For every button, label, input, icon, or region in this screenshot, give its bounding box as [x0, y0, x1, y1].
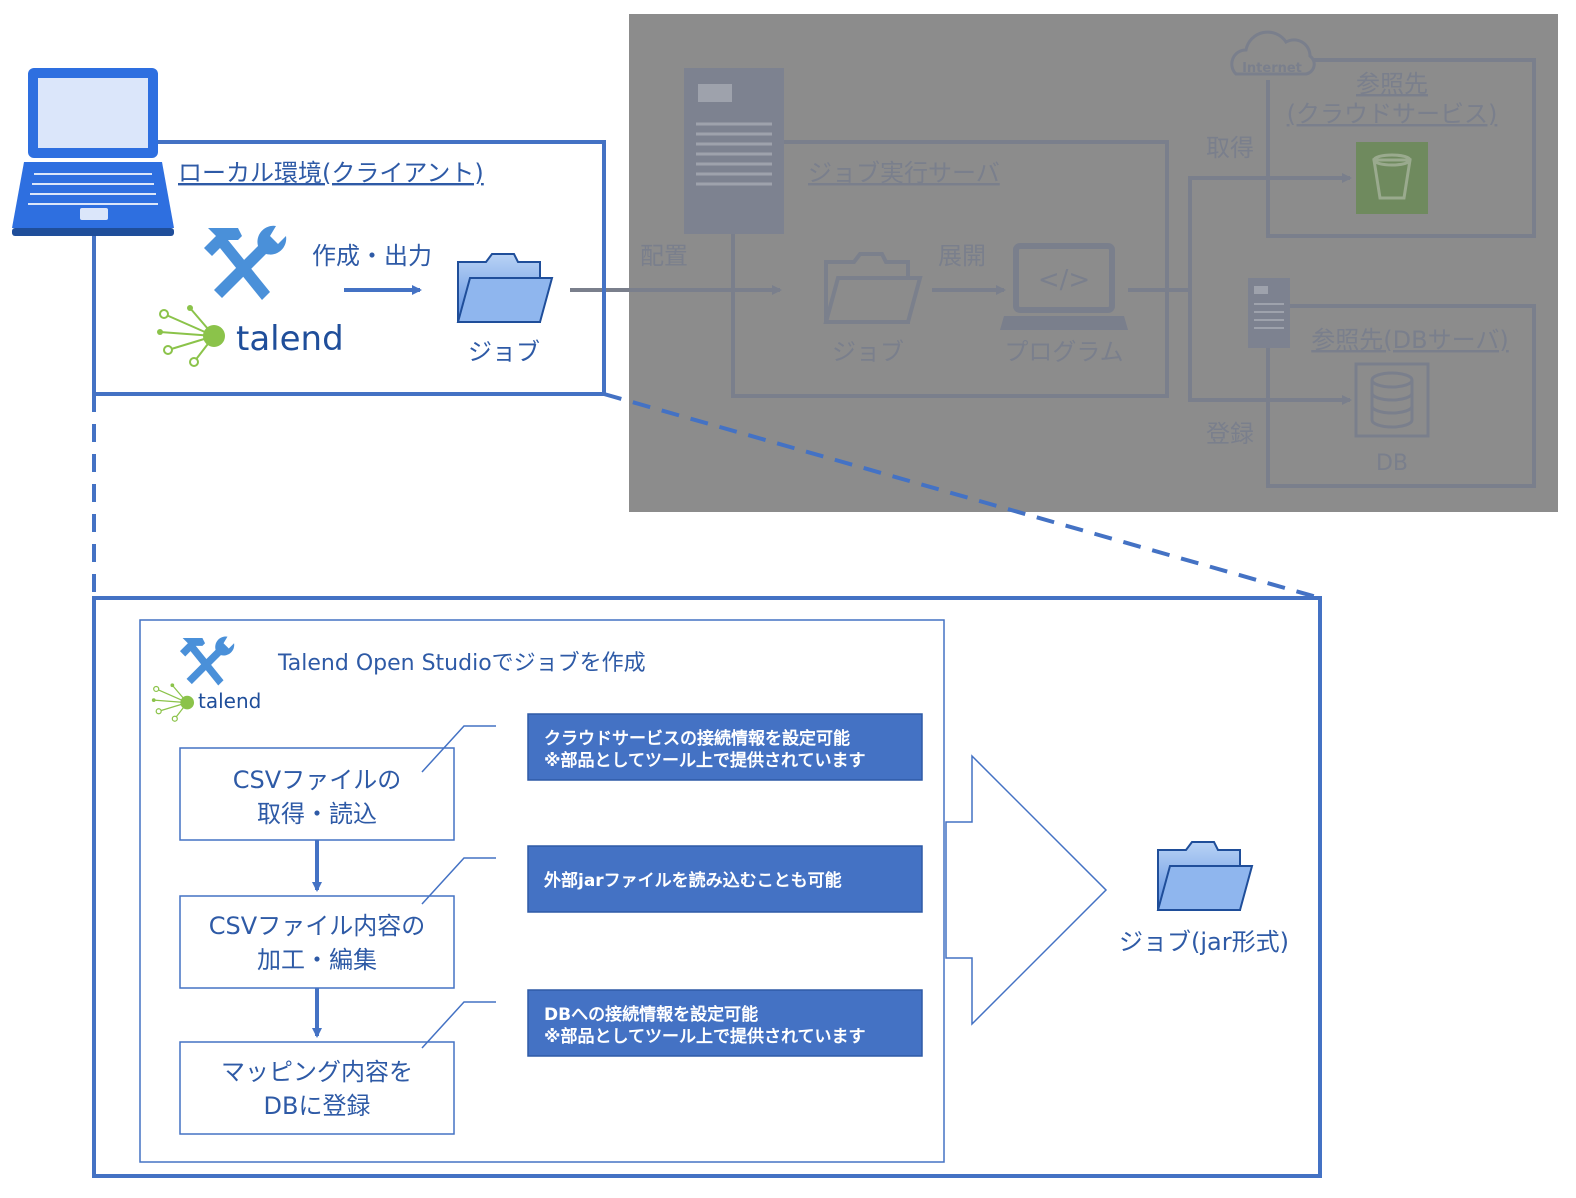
callout-2-line1: 外部jarファイルを読み込むことも可能 [544, 870, 842, 891]
step-box-3: マッピング内容を DBに登録 [179, 1041, 455, 1135]
talend-tools-icon [204, 225, 287, 300]
step-1-line1: CSVファイルの [233, 766, 401, 794]
internet-label: Internet [1242, 61, 1302, 76]
cloud-ref-frame [1266, 58, 1536, 238]
local-environment: ローカル環境(クライアント) talend 作成・出力 ジョブ [12, 68, 606, 396]
step-2-line1: CSVファイル内容の [209, 912, 425, 940]
zoom-connector-right [603, 392, 1321, 600]
expand-label: 展開 [938, 242, 986, 270]
callout-1-line1: クラウドサービスの接続情報を設定可能 [544, 728, 850, 749]
job-server-frame [731, 140, 1169, 398]
talend-logo-dots [156, 304, 226, 367]
db-ref-title: 参照先(DBサーバ) [1311, 326, 1508, 354]
cloud-ref-title-1: 参照先 [1356, 70, 1428, 98]
create-output-label: 作成・出力 [312, 242, 432, 270]
output-job-label: ジョブ(jar形式) [1119, 928, 1289, 956]
callout-3-line1: DBへの接続情報を設定可能 [544, 1004, 758, 1025]
callout-2: 外部jarファイルを読み込むことも可能 [527, 845, 923, 913]
callout-1: クラウドサービスの接続情報を設定可能 ※部品としてツール上で提供されています [527, 713, 923, 781]
output-job-folder-icon [1157, 841, 1253, 911]
callout-1-line2: ※部品としてツール上で提供されています [544, 750, 866, 771]
register-arrow [1188, 290, 1352, 405]
step-box-2: CSVファイル内容の 加工・編集 [179, 895, 455, 989]
studio-talend-logo: talend [198, 689, 261, 713]
step-box-1: CSVファイルの 取得・読込 [179, 747, 455, 841]
output-big-arrow [945, 754, 1108, 1026]
studio-title: Talend Open Studioでジョブを作成 [277, 651, 646, 676]
storage-bucket-icon [1356, 142, 1428, 214]
laptop-icon [12, 68, 174, 236]
db-ref-frame [1266, 304, 1536, 488]
talend-logo-text: talend [236, 319, 344, 359]
callout-leader-2 [421, 857, 496, 905]
step-3-line1: マッピング内容を [221, 1058, 413, 1086]
db-label: DB [1376, 451, 1408, 476]
step-3-line2: DBに登録 [264, 1092, 371, 1120]
program-laptop-icon: </> [1000, 243, 1128, 330]
server-job-label: ジョブ [832, 338, 904, 366]
deploy-label: 配置 [640, 242, 688, 270]
svg-text:</>: </> [1038, 265, 1090, 295]
acquire-label: 取得 [1206, 134, 1254, 162]
studio-detail: talend Talend Open Studioでジョブを作成 CSVファイル… [92, 596, 1322, 1178]
database-icon [1354, 362, 1430, 438]
cloud-ref-title-2: (クラウドサービス) [1287, 100, 1498, 128]
server-job-folder-icon [823, 252, 923, 324]
callout-3-line2: ※部品としてツール上で提供されています [544, 1026, 866, 1047]
acquire-arrow [1188, 173, 1352, 290]
callout-leader-1 [421, 725, 496, 773]
db-server-icon [1248, 278, 1290, 348]
callout-leader-3 [421, 1001, 496, 1049]
register-label: 登録 [1206, 420, 1254, 448]
job-server-title: ジョブ実行サーバ [808, 159, 1000, 187]
program-label: プログラム [1004, 338, 1123, 366]
server-area: ジョブ実行サーバ 配置 ジョブ 展開 </> プログラム 取得 登録 Int [570, 14, 1558, 512]
callout-3: DBへの接続情報を設定可能 ※部品としてツール上で提供されています [527, 989, 923, 1057]
local-job-label: ジョブ [468, 338, 540, 366]
step-1-line2: 取得・読込 [257, 800, 377, 828]
internet-cloud-icon: Internet [1230, 30, 1316, 76]
server-tower-icon [684, 68, 784, 234]
local-job-folder-icon [457, 253, 553, 323]
local-title: ローカル環境(クライアント) [178, 159, 484, 187]
step-2-line2: 加工・編集 [257, 946, 377, 974]
